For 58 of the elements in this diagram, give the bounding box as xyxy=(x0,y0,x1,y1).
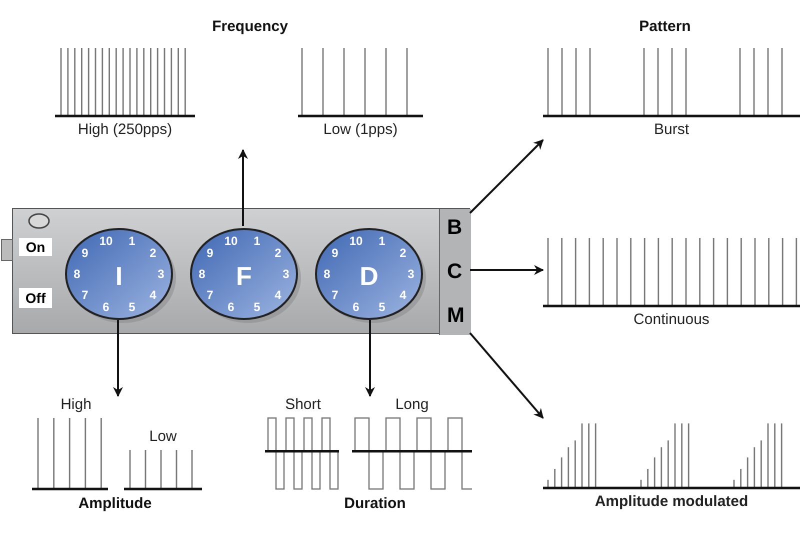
dial-number: 8 xyxy=(74,268,80,280)
group-label: Duration xyxy=(344,495,406,512)
dial-number: 7 xyxy=(82,288,88,301)
dial-number: 5 xyxy=(254,301,260,314)
dial-number: 8 xyxy=(198,268,206,280)
dial-number: 5 xyxy=(378,301,386,314)
waveform-caption: Low (1pps) xyxy=(322,121,399,139)
group-label: Pattern xyxy=(639,18,691,35)
dial-number: 8 xyxy=(324,268,330,280)
dial-number: 10 xyxy=(224,234,238,247)
waveform-caption: High (250pps) xyxy=(76,121,174,139)
dial-letter: D xyxy=(360,263,378,289)
mode-letter: M xyxy=(447,305,464,327)
dial-number: 1 xyxy=(378,234,386,247)
arrow xyxy=(113,320,123,397)
dial-number: 5 xyxy=(128,301,136,314)
dial-number: 9 xyxy=(206,247,214,260)
dial-number: 4 xyxy=(274,288,282,301)
group-label: Frequency xyxy=(212,18,288,35)
dial-number: 3 xyxy=(408,268,414,280)
arrow xyxy=(238,149,248,226)
waveform-caption: Long xyxy=(394,396,430,414)
waveform-caption: High xyxy=(60,396,92,414)
dial-number: 3 xyxy=(282,268,290,280)
dial-number: 2 xyxy=(274,247,282,260)
dial-number: 9 xyxy=(332,247,338,260)
dial-number: 6 xyxy=(352,301,360,314)
dial-letter: I xyxy=(115,263,123,289)
waveform-caption: Low xyxy=(148,428,178,446)
dial-number: 7 xyxy=(332,288,338,301)
arrow xyxy=(469,139,544,214)
mode-letter: B xyxy=(447,217,462,239)
mode-selector xyxy=(439,209,471,335)
arrow xyxy=(469,332,544,419)
arrow xyxy=(365,320,375,397)
dial-number: 3 xyxy=(158,268,164,280)
dial-number: 4 xyxy=(400,288,406,301)
dial-number: 6 xyxy=(228,301,234,314)
dial-number: 1 xyxy=(254,234,260,247)
dial-number: 2 xyxy=(400,247,406,260)
waveform-caption: Amplitude modulated xyxy=(594,493,750,511)
dial-number: 9 xyxy=(82,247,88,260)
dial-number: 1 xyxy=(128,234,136,247)
mode-letter: C xyxy=(447,261,462,283)
dial-number: 10 xyxy=(99,234,113,247)
arrow xyxy=(470,265,544,275)
waveform-caption: Short xyxy=(284,396,322,414)
waveform-caption: Continuous xyxy=(632,311,710,329)
switch-label: Off xyxy=(19,288,52,308)
waveform-caption: Burst xyxy=(652,121,690,139)
dial-letter: F xyxy=(236,263,252,289)
dial-number: 7 xyxy=(206,288,214,301)
dial-number: 4 xyxy=(150,288,156,301)
switch-label: On xyxy=(19,238,52,256)
dial-number: 6 xyxy=(102,301,110,314)
dial-number: 10 xyxy=(349,234,363,247)
dial-number: 2 xyxy=(150,247,156,260)
group-label: Amplitude xyxy=(78,495,152,512)
